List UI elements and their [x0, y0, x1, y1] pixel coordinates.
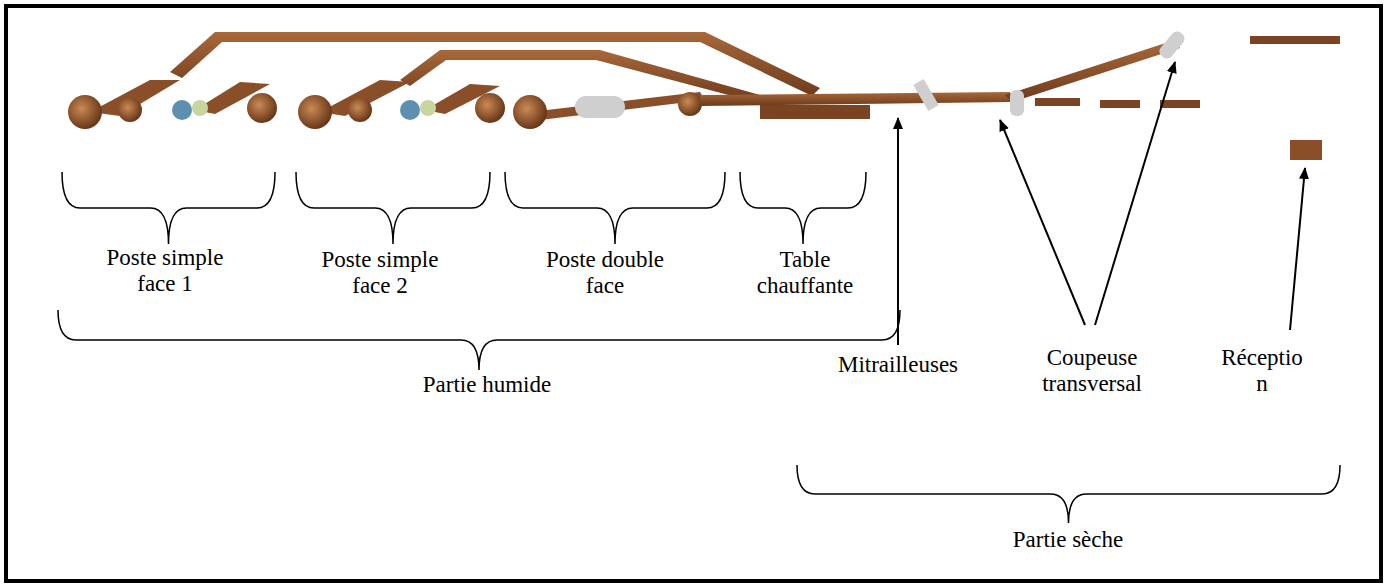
curly-brace	[62, 172, 275, 244]
part-label: Partie sèche	[978, 527, 1158, 553]
sheet	[1250, 36, 1340, 44]
heating-table	[760, 105, 870, 119]
curly-brace	[296, 172, 490, 244]
curly-brace	[58, 310, 900, 370]
outer-frame	[4, 4, 1383, 583]
curly-brace	[797, 465, 1340, 523]
part-label: Coupeuse transversal	[1017, 345, 1167, 398]
part-label: Table chauffante	[745, 247, 865, 300]
slitter	[913, 79, 938, 111]
part-label: Poste double face	[530, 247, 680, 300]
sheet	[1100, 100, 1140, 108]
sheet	[1035, 98, 1080, 106]
sheet-stack	[1290, 140, 1322, 160]
single-facer-1	[68, 80, 277, 129]
pointer-arrow	[1095, 62, 1175, 325]
sheet	[1160, 100, 1200, 108]
board-web	[700, 92, 1010, 106]
part-label: Poste simple face 2	[305, 247, 455, 300]
part-label: Partie humide	[387, 372, 587, 398]
single-facer-2	[298, 80, 505, 129]
double-backer	[513, 92, 705, 129]
cutter-knife	[1010, 90, 1024, 116]
part-label: Poste simple face 1	[90, 245, 240, 298]
pointer-arrow	[1290, 168, 1305, 330]
cutter-knife	[1157, 29, 1187, 61]
part-label: Mitrailleuses	[813, 352, 983, 378]
curly-brace	[505, 172, 725, 244]
part-label: Réceptio n	[1215, 345, 1310, 398]
pointer-arrow	[897, 118, 899, 345]
curly-brace	[740, 172, 866, 244]
pointer-arrow	[1000, 120, 1085, 325]
board-web	[1005, 40, 1180, 102]
